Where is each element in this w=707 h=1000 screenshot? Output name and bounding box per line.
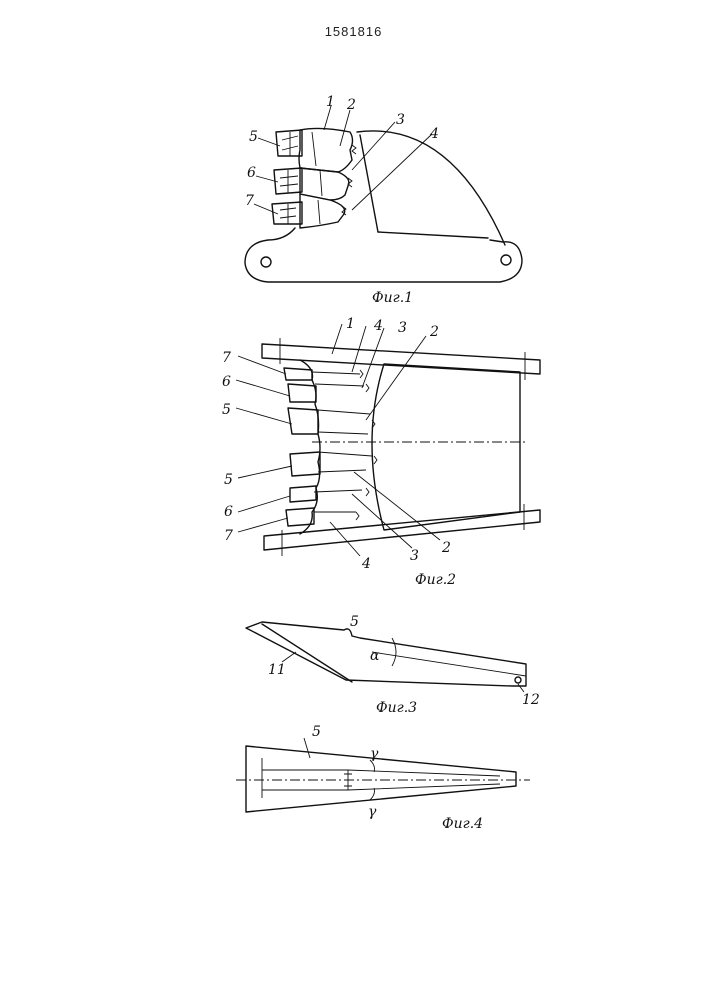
fig1-label-6: 6	[247, 165, 256, 181]
fig2-label-7-bottom: 7	[224, 528, 233, 544]
figure-2: 1 4 3 2 7 6 5 5 6 7 2 3 4 Фиг.2	[222, 316, 540, 588]
fig2-springs	[356, 370, 377, 520]
fig2-tooth-6-bottom	[290, 486, 316, 502]
fig1-inner-bottom	[378, 232, 488, 238]
fig2-label-5-bottom: 5	[224, 472, 233, 488]
fig3-label-11: 11	[268, 662, 286, 678]
fig2-label-3-top: 3	[398, 320, 407, 336]
figure-1: 1 2 3 4 5 6 7 Фиг.1	[245, 94, 522, 306]
fig1-tooth-7-detail	[280, 204, 296, 224]
fig1-outer-arc	[357, 131, 505, 245]
fig4-tooth-outline	[246, 746, 516, 812]
fig2-label-6-top: 6	[222, 374, 231, 390]
fig1-tooth-5	[276, 130, 302, 156]
fig4-label-5: 5	[312, 724, 321, 740]
fig4-label-gamma-bottom: γ	[368, 804, 377, 820]
fig2-tooth-7-bottom	[286, 508, 314, 526]
fig1-tooth-6-detail	[280, 170, 298, 193]
fig3-label-alpha: α	[370, 648, 380, 664]
fig2-caption: Фиг.2	[415, 572, 456, 588]
fig3-pin-hole	[515, 677, 521, 683]
fig3-label-5: 5	[350, 614, 359, 630]
fig2-label-4-bottom: 4	[361, 556, 371, 572]
fig1-label-7: 7	[245, 193, 254, 209]
fig2-frame	[372, 364, 520, 530]
fig3-label-12: 12	[522, 692, 540, 708]
fig3-axis-line	[372, 652, 526, 676]
fig2-label-7-top: 7	[222, 350, 231, 366]
fig1-holder-lines	[312, 132, 322, 224]
fig2-label-2-top: 2	[429, 324, 439, 340]
fig1-label-5: 5	[249, 129, 258, 145]
fig3-angle-arc	[392, 638, 396, 666]
fig1-leaders-right	[324, 106, 432, 210]
fig1-label-1: 1	[326, 94, 335, 110]
fig2-label-4-top: 4	[373, 318, 383, 334]
fig4-leader-5	[304, 738, 310, 758]
fig2-label-2-bottom: 2	[441, 540, 451, 556]
fig1-spring-1	[352, 145, 356, 154]
fig1-hole-right	[501, 255, 511, 265]
fig2-label-6-bottom: 6	[224, 504, 233, 520]
fig2-tooth-5-top	[288, 408, 318, 434]
fig4-caption: Фиг.4	[442, 816, 483, 832]
fig1-label-4: 4	[429, 126, 439, 142]
fig2-label-1: 1	[346, 316, 355, 332]
fig1-leaders-left	[254, 138, 280, 214]
fig1-label-2: 2	[346, 97, 356, 113]
fig2-tooth-6-top	[288, 384, 316, 402]
fig1-holder-top	[299, 128, 353, 172]
fig1-hole-left	[261, 257, 271, 267]
fig2-label-5-top: 5	[222, 402, 231, 418]
fig2-leaders-left	[236, 356, 292, 532]
fig2-tooth-5-bottom	[290, 452, 320, 476]
fig4-inner-lines	[262, 758, 500, 798]
figure-3: 5 α 11 12 Фиг.3	[246, 614, 540, 716]
fig2-label-3-bottom: 3	[410, 548, 419, 564]
fig1-tooth-5-detail	[282, 132, 298, 156]
figure-4: 5 γ γ Фиг.4	[236, 724, 530, 832]
fig1-base-link	[245, 228, 522, 282]
fig1-caption: Фиг.1	[372, 290, 413, 306]
fig2-tooth-7-top	[284, 368, 312, 380]
fig4-label-gamma-top: γ	[370, 746, 379, 762]
fig3-caption: Фиг.3	[376, 700, 417, 716]
fig1-inner-edge	[360, 135, 378, 232]
fig1-label-3: 3	[396, 112, 405, 128]
